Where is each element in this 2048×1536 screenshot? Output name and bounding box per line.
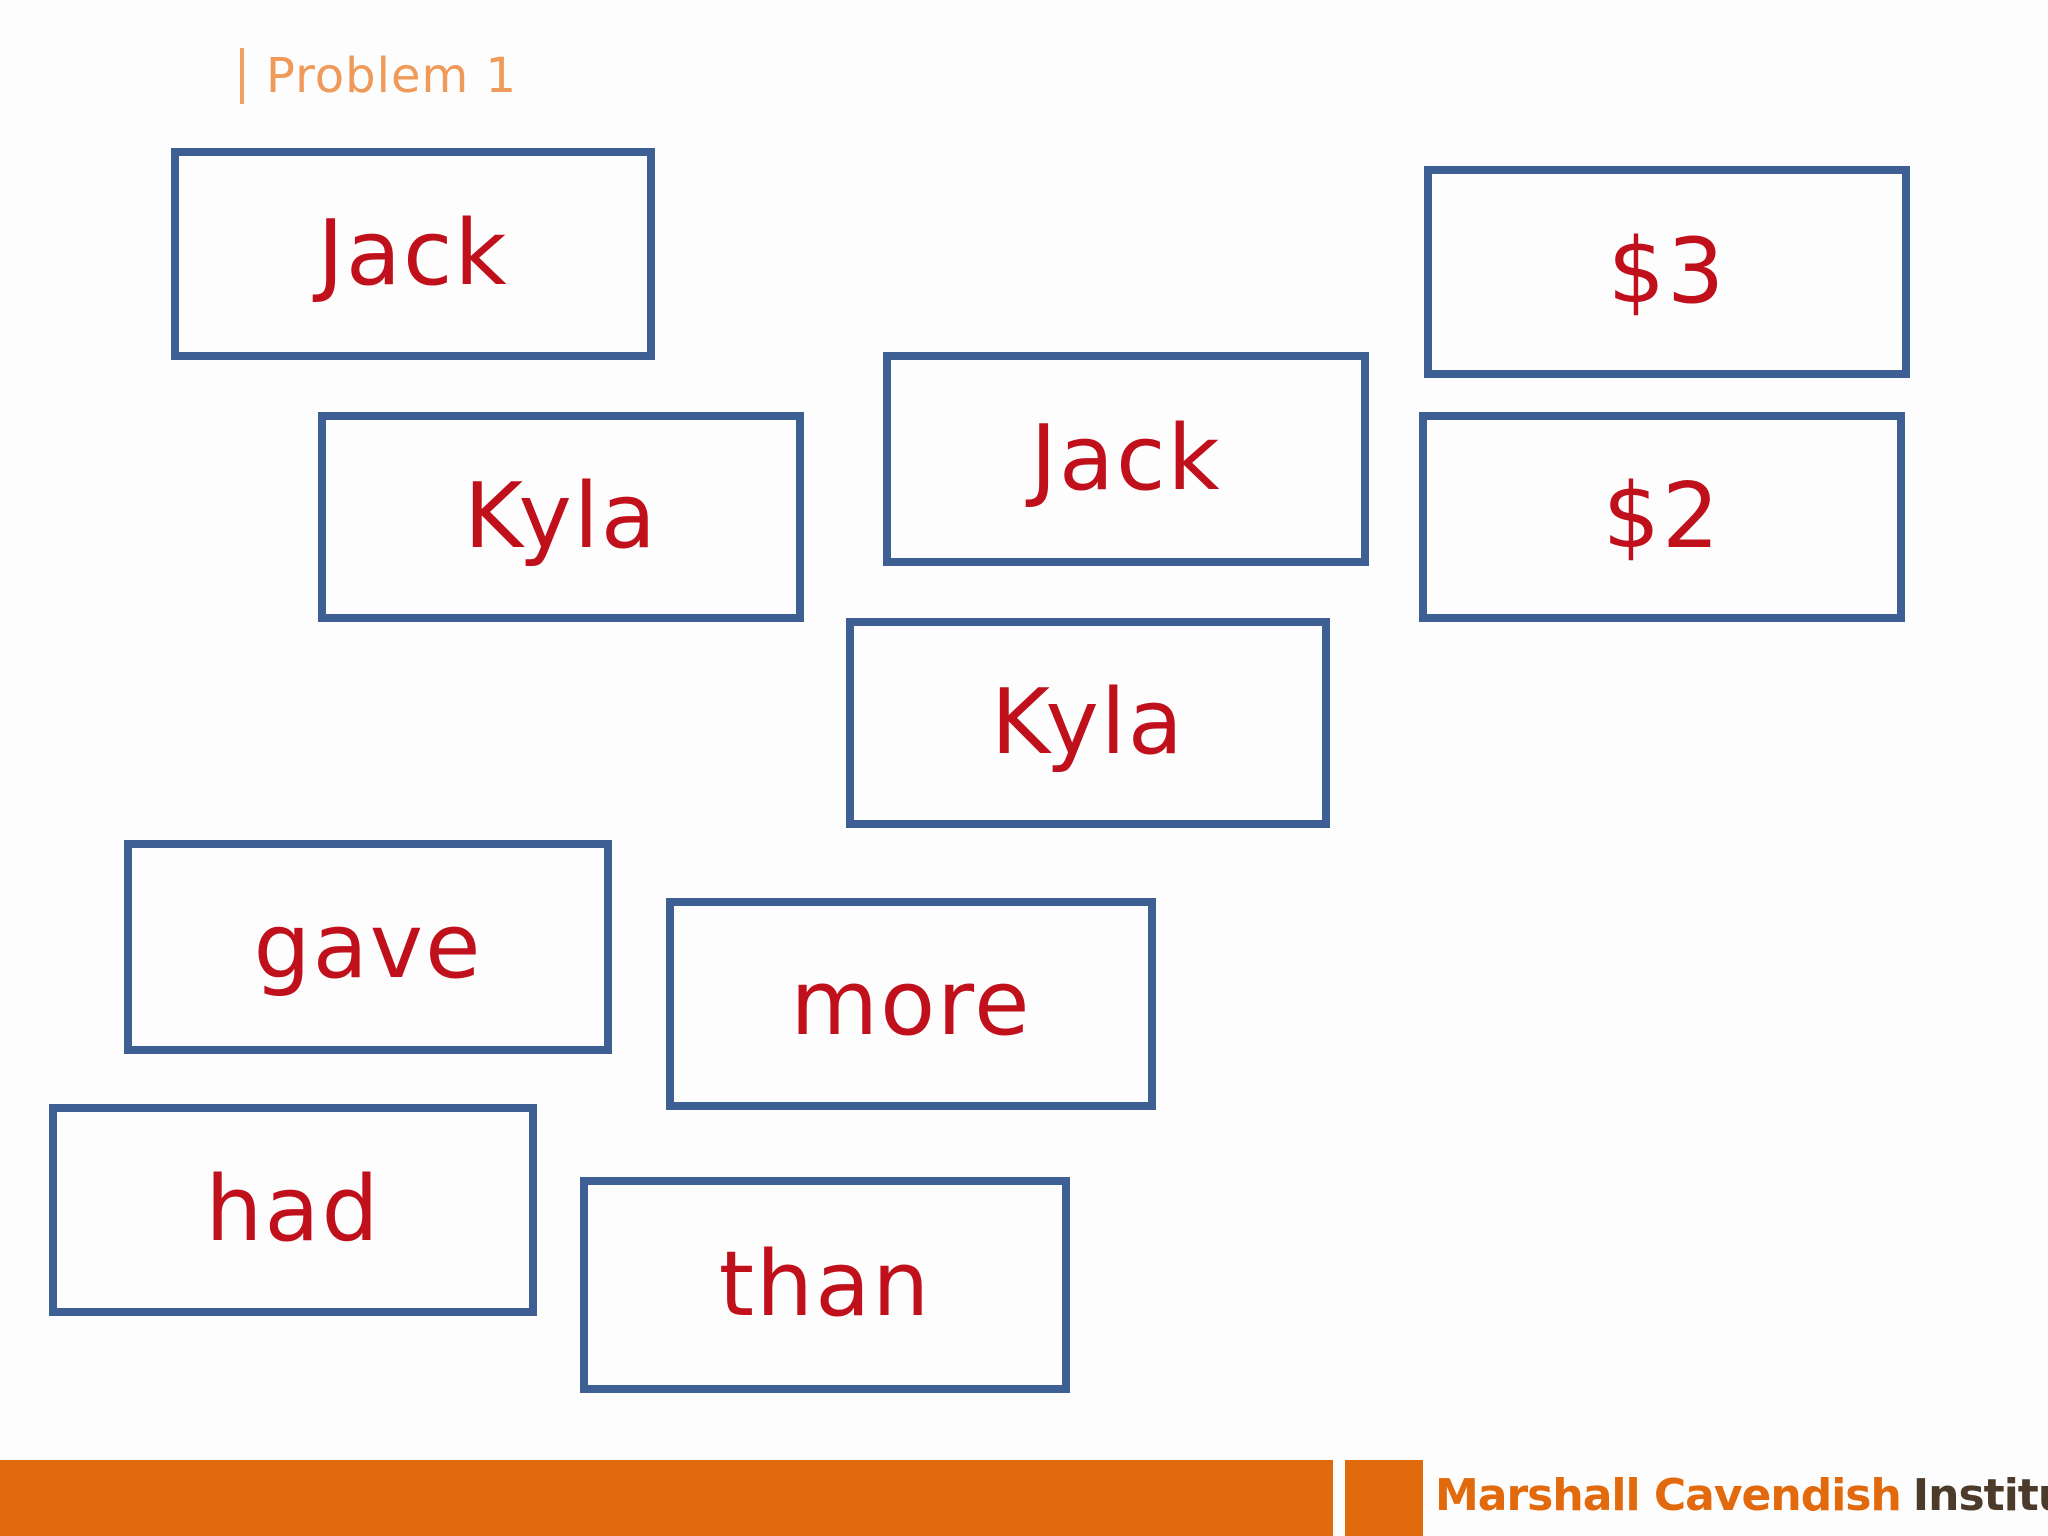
word-card-two-dollars[interactable]: $2 xyxy=(1419,412,1905,622)
word-card-than[interactable]: than xyxy=(580,1177,1070,1393)
footer-bar xyxy=(0,1460,1333,1536)
title-accent-bar xyxy=(240,48,244,104)
card-label: gave xyxy=(253,894,483,999)
word-card-more[interactable]: more xyxy=(666,898,1156,1110)
card-label: than xyxy=(718,1232,932,1337)
logo-text-secondary: Institute xyxy=(1912,1469,2048,1521)
slide-title-text: Problem 1 xyxy=(266,48,518,104)
footer-square xyxy=(1345,1460,1423,1536)
word-card-jack[interactable]: Jack xyxy=(883,352,1369,566)
logo-text-primary: Marshall Cavendish xyxy=(1435,1469,1902,1521)
card-label: more xyxy=(790,951,1032,1056)
card-label: Jack xyxy=(1030,406,1222,511)
card-label: had xyxy=(205,1157,381,1262)
card-label: $3 xyxy=(1607,219,1727,324)
word-card-had[interactable]: had xyxy=(49,1104,537,1316)
marshall-cavendish-logo: Marshall Cavendish Institute xyxy=(1435,1462,2048,1528)
word-card-kyla[interactable]: Kyla xyxy=(846,618,1330,828)
card-label: $2 xyxy=(1602,464,1722,569)
card-label: Jack xyxy=(317,201,509,306)
card-label: Kyla xyxy=(991,670,1185,775)
word-card-kyla[interactable]: Kyla xyxy=(318,412,804,622)
word-card-jack[interactable]: Jack xyxy=(171,148,655,360)
word-card-gave[interactable]: gave xyxy=(124,840,612,1054)
card-label: Kyla xyxy=(464,464,658,569)
slide-title: Problem 1 xyxy=(240,40,517,112)
word-card-three-dollars[interactable]: $3 xyxy=(1424,166,1910,378)
